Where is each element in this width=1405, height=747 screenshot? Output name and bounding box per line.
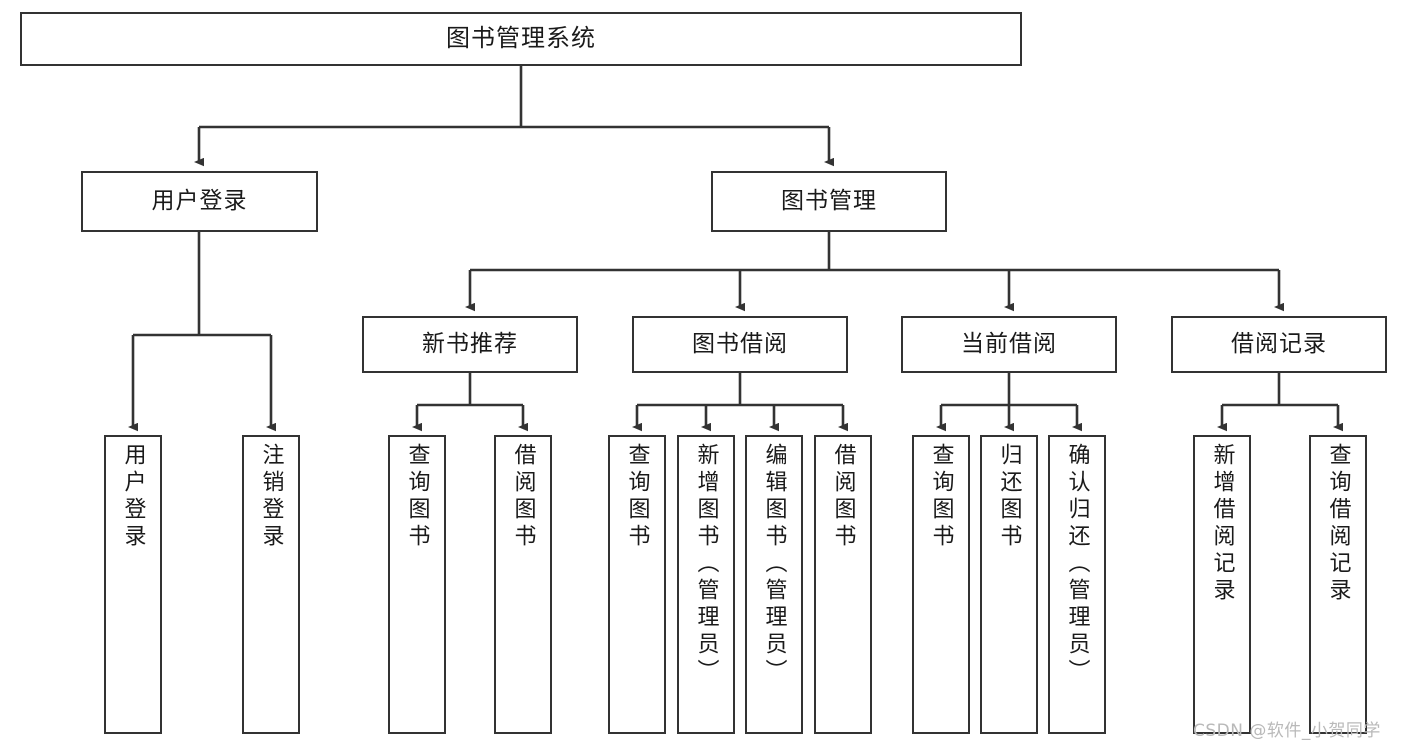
leaf-borrow-book-recommend[interactable]: 借阅图书 — [494, 435, 552, 734]
edges-bookborrow-to-leaves — [632, 373, 848, 432]
leaf-add-borrow-record-label: 新增借阅记录 — [1209, 443, 1235, 605]
leaf-edit-book-label: 编辑图书（管理员） — [761, 443, 787, 686]
leaf-confirm-return-label: 确认归还（管理员） — [1064, 443, 1090, 686]
leaf-query-book-recommend-label: 查询图书 — [404, 443, 430, 551]
node-book-borrow-label: 图书借阅 — [692, 331, 788, 358]
node-book-borrow[interactable]: 图书借阅 — [632, 316, 848, 373]
node-book-manage[interactable]: 图书管理 — [711, 171, 947, 232]
leaf-logout[interactable]: 注销登录 — [242, 435, 300, 734]
node-borrow-record[interactable]: 借阅记录 — [1171, 316, 1387, 373]
leaf-query-book-borrow-label: 查询图书 — [624, 443, 650, 551]
node-root-system[interactable]: 图书管理系统 — [20, 12, 1022, 66]
leaf-query-book-recommend[interactable]: 查询图书 — [388, 435, 446, 734]
node-current-borrow-label: 当前借阅 — [961, 331, 1057, 358]
leaf-query-book-current-label: 查询图书 — [928, 443, 954, 551]
edges-borrowrecord-to-leaves — [1217, 373, 1343, 432]
csdn-watermark: CSDN @软件_小贺同学 — [1193, 721, 1381, 741]
leaf-query-borrow-record-label: 查询借阅记录 — [1325, 443, 1351, 605]
node-root-label: 图书管理系统 — [446, 24, 596, 53]
leaf-return-book[interactable]: 归还图书 — [980, 435, 1038, 734]
edges-currentborrow-to-leaves — [936, 373, 1082, 432]
leaf-return-book-label: 归还图书 — [996, 443, 1022, 551]
edges-userlogin-to-leaves — [128, 232, 276, 432]
node-user-login[interactable]: 用户登录 — [81, 171, 318, 232]
node-new-book-recommend[interactable]: 新书推荐 — [362, 316, 578, 373]
leaf-user-login-label: 用户登录 — [120, 443, 146, 551]
node-borrow-record-label: 借阅记录 — [1231, 331, 1327, 358]
edges-bookmanage-to-level3 — [465, 232, 1284, 312]
leaf-logout-label: 注销登录 — [258, 443, 284, 551]
leaf-add-book-label: 新增图书（管理员） — [693, 443, 719, 686]
leaf-query-borrow-record[interactable]: 查询借阅记录 — [1309, 435, 1367, 734]
leaf-user-login[interactable]: 用户登录 — [104, 435, 162, 734]
node-user-login-label: 用户登录 — [151, 188, 248, 215]
leaf-add-borrow-record[interactable]: 新增借阅记录 — [1193, 435, 1251, 734]
leaf-borrow-book-recommend-label: 借阅图书 — [510, 443, 536, 551]
leaf-query-book-current[interactable]: 查询图书 — [912, 435, 970, 734]
node-book-manage-label: 图书管理 — [781, 188, 877, 215]
leaf-add-book[interactable]: 新增图书（管理员） — [677, 435, 735, 734]
edges-newbook-to-leaves — [412, 373, 528, 432]
leaf-query-book-borrow[interactable]: 查询图书 — [608, 435, 666, 734]
node-current-borrow[interactable]: 当前借阅 — [901, 316, 1117, 373]
edges-root-to-level2 — [194, 66, 834, 167]
leaf-borrow-book-label: 借阅图书 — [830, 443, 856, 551]
leaf-edit-book[interactable]: 编辑图书（管理员） — [745, 435, 803, 734]
node-new-book-recommend-label: 新书推荐 — [422, 331, 518, 358]
leaf-borrow-book[interactable]: 借阅图书 — [814, 435, 872, 734]
leaf-confirm-return[interactable]: 确认归还（管理员） — [1048, 435, 1106, 734]
